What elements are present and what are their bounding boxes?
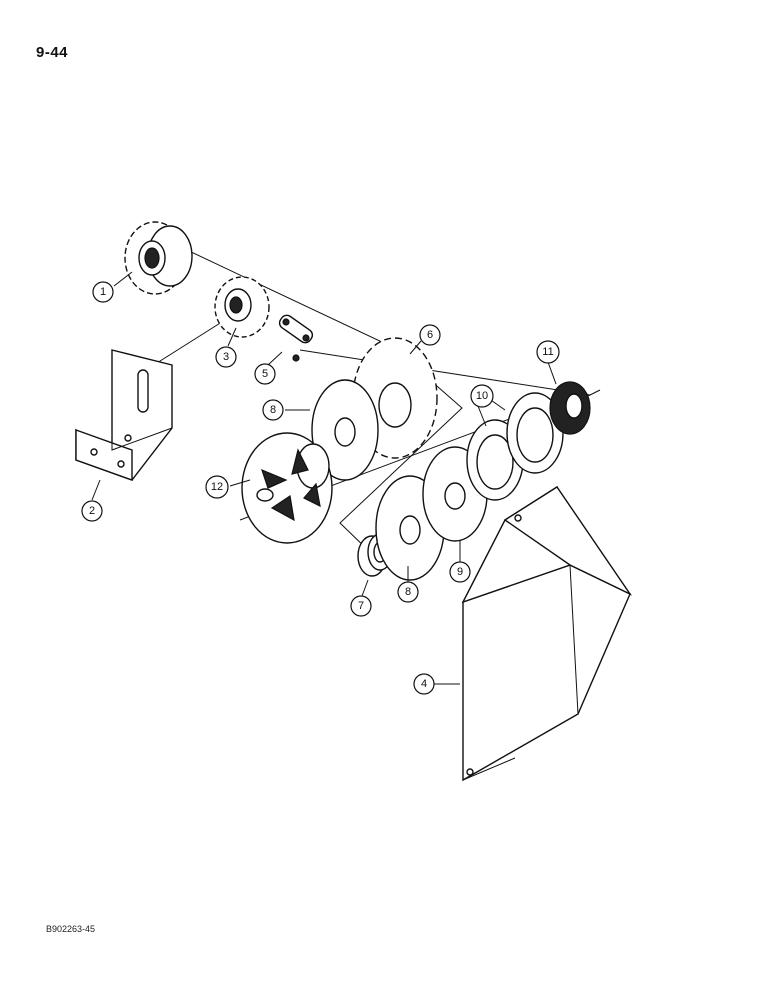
axis-line-main (299, 349, 591, 396)
washer-upper (311, 379, 379, 481)
leader-12 (229, 479, 251, 487)
chute-housing (461, 485, 633, 782)
callout-8-upper: 8 (262, 399, 284, 421)
svg-text:5: 5 (262, 368, 268, 380)
svg-text:11: 11 (542, 346, 553, 358)
svg-text:6: 6 (427, 329, 433, 341)
callout-9: 9 (449, 561, 471, 583)
callout-11: 11 (536, 340, 560, 364)
drive-sprocket-small (124, 221, 193, 295)
leader-5 (267, 351, 283, 366)
callout-10: 10 (470, 384, 494, 408)
svg-text:12: 12 (211, 481, 223, 493)
callout-12: 12 (205, 475, 229, 499)
callout-1: 1 (92, 281, 114, 303)
axis-line-upper (169, 241, 421, 361)
leader-2 (91, 479, 101, 501)
svg-text:4: 4 (421, 678, 427, 690)
callout-5: 5 (254, 363, 276, 385)
callout-2: 2 (81, 500, 103, 522)
figure-code: B902263-45 (46, 924, 96, 934)
group-bracket (339, 379, 463, 553)
callout-4: 4 (413, 673, 435, 695)
svg-text:9: 9 (457, 566, 463, 578)
leader-3 (227, 327, 237, 347)
impeller-disc (241, 432, 333, 544)
idler-sprocket (214, 276, 270, 338)
svg-text:10: 10 (476, 390, 488, 402)
spring-washers (466, 392, 564, 501)
connecting-link (278, 314, 314, 362)
svg-text:2: 2 (89, 505, 95, 517)
leader-1 (113, 271, 133, 287)
svg-text:3: 3 (223, 351, 229, 363)
lock-nut (549, 381, 591, 435)
svg-text:8: 8 (405, 586, 411, 598)
callout-3: 3 (215, 346, 237, 368)
svg-text:1: 1 (100, 286, 106, 298)
leader-7 (361, 579, 369, 597)
page-number: 9-44 (36, 44, 69, 61)
mounting-bracket (75, 349, 173, 481)
callout-6: 6 (419, 324, 441, 346)
callout-8-lower: 8 (397, 581, 419, 603)
leader-10a (477, 405, 487, 427)
svg-text:8: 8 (270, 404, 276, 416)
leader-11 (547, 361, 557, 385)
callout-7: 7 (350, 595, 372, 617)
leader-6 (409, 340, 422, 355)
svg-text:7: 7 (358, 600, 364, 612)
